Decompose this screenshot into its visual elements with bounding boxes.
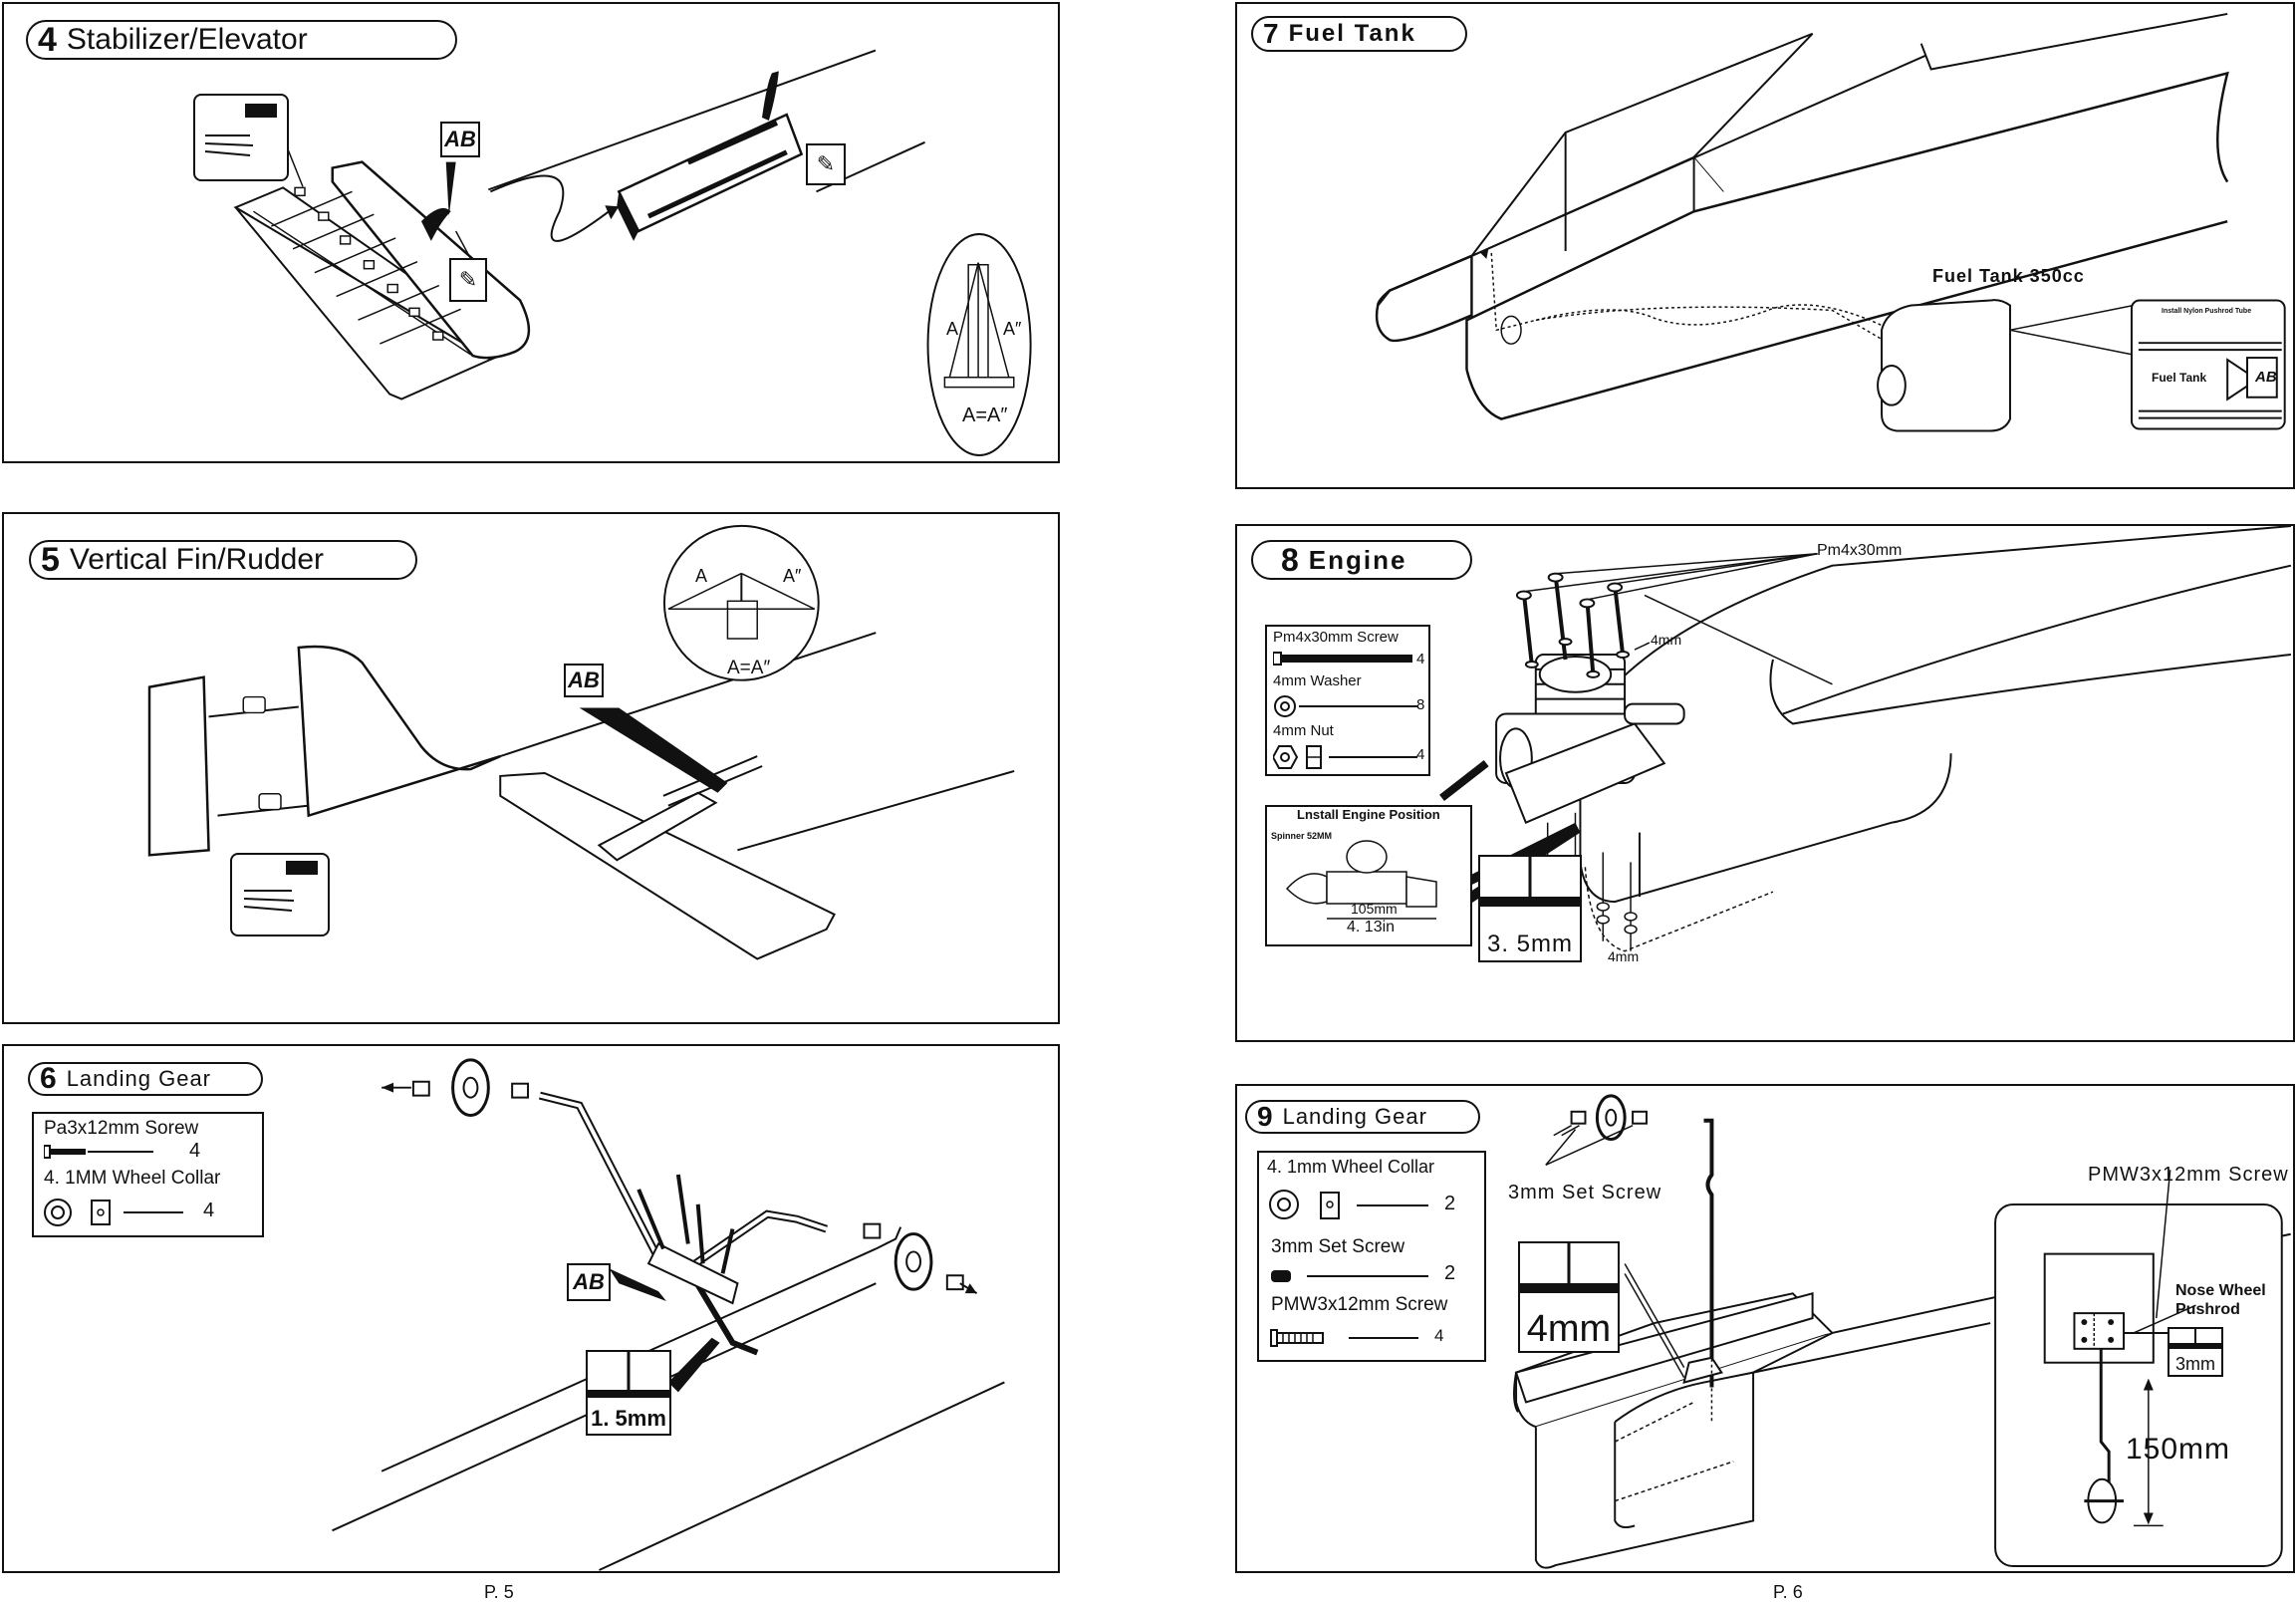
step-title: Landing Gear xyxy=(1282,1104,1427,1129)
step-number: 5 xyxy=(41,541,60,579)
parts-list: Pm4x30mm Screw 4 4mm Washer 8 4mm Nut 4 xyxy=(1265,625,1430,776)
step-7-title: 7 Fuel Tank xyxy=(1251,16,1467,52)
nose-gear-illustration xyxy=(1513,1094,2291,1569)
step-title: Fuel Tank xyxy=(1288,20,1416,47)
install-title: Lnstall Engine Position xyxy=(1297,807,1440,822)
step-5-title: 5 Vertical Fin/Rudder xyxy=(29,540,417,580)
screw-icon xyxy=(1273,652,1412,666)
set-screw-callout: 3mm Set Screw xyxy=(1508,1182,1662,1203)
part-setscrew-label: 3mm Set Screw xyxy=(1271,1236,1405,1257)
fuel-tank-label: Fuel Tank 350cc xyxy=(1932,266,2085,286)
step-5-panel: 5 Vertical Fin/Rudder AB A A″ A=A″ xyxy=(2,512,1060,1024)
pushrod-label-2: Pushrod xyxy=(2175,1301,2240,1318)
detail-label-a-prime: A″ xyxy=(1003,319,1022,339)
nut-callout: 4mm xyxy=(1608,948,1640,964)
step-number: 8 xyxy=(1281,542,1299,578)
drill-bit-measure: 1. 5mm xyxy=(586,1350,671,1436)
main-landing-gear-illustration xyxy=(332,1058,1005,1571)
detail-label-a: A xyxy=(946,319,959,339)
part-collar-label: 4. 1MM Wheel Collar xyxy=(44,1168,221,1189)
inset-fuel-tank-label: Fuel Tank xyxy=(2152,371,2207,385)
glue-ab-icon: AB xyxy=(2255,369,2277,386)
pushrod-length: 150mm xyxy=(2126,1433,2231,1466)
detail-equation: A=A″ xyxy=(962,404,1008,426)
detail-label-a-prime: A″ xyxy=(783,566,802,586)
parts-list: 4. 1mm Wheel Collar 2 3mm Set Screw 2 PM… xyxy=(1257,1151,1486,1362)
step-number: 7 xyxy=(1263,18,1279,49)
step-title: Vertical Fin/Rudder xyxy=(69,543,325,576)
step-number: 6 xyxy=(40,1062,57,1095)
pushrod-label-1: Nose Wheel xyxy=(2175,1282,2266,1299)
engine-position-box: Lnstall Engine Position Spinner 52MM 105… xyxy=(1265,805,1472,946)
glue-ab-icon: AB xyxy=(567,1263,611,1301)
step-title: Engine xyxy=(1308,545,1407,575)
step-4-title: 4 Stabilizer/Elevator xyxy=(26,20,457,60)
step-8-title: 8 Engine xyxy=(1251,540,1472,580)
pmw-screw-callout: PMW3x12mm Screw xyxy=(2088,1164,2289,1186)
drill-bit-measure: 3. 5mm xyxy=(1478,855,1582,962)
page-number-right: P. 6 xyxy=(1773,1582,1803,1602)
engine-illustration xyxy=(1439,526,2292,953)
dimension-mm: 105mm xyxy=(1351,901,1398,917)
wheel-collar-icon xyxy=(44,1199,183,1226)
set-screw-icon xyxy=(1271,1270,1428,1282)
screw-icon xyxy=(1270,1329,1418,1347)
step-9-title: 9 Landing Gear xyxy=(1245,1100,1480,1134)
dimension-inch: 4. 13in xyxy=(1347,919,1396,935)
step-6-title: 6 Landing Gear xyxy=(28,1062,263,1096)
engine-position-diagram xyxy=(1285,840,1437,920)
part-pmw-qty: 4 xyxy=(1434,1326,1444,1345)
step-number: 9 xyxy=(1257,1101,1273,1132)
detail-label-a: A xyxy=(695,566,708,586)
step-title: Stabilizer/Elevator xyxy=(66,23,308,56)
knife-icon: ✎ xyxy=(449,258,487,302)
stabilizer-elevator-illustration xyxy=(233,49,1032,457)
inset-caption: Install Nylon Pushrod Tube xyxy=(2162,308,2252,315)
part-nut-qty: 4 xyxy=(1416,746,1425,763)
knife-icon: ✎ xyxy=(806,143,846,185)
part-collar-qty: 2 xyxy=(1444,1193,1456,1214)
part-collar-qty: 4 xyxy=(203,1200,215,1221)
step-6-panel: 6 Landing Gear Pa3x12mm Sorew 4 4. 1MM W… xyxy=(2,1044,1060,1573)
screw-icon xyxy=(44,1145,153,1159)
drill-bit-measure: 4mm xyxy=(1518,1241,1620,1353)
hinge-detail-icon xyxy=(193,94,289,181)
step-title: Landing Gear xyxy=(66,1066,212,1091)
fin-rudder-illustration xyxy=(147,524,1015,960)
part-screw-qty: 4 xyxy=(189,1140,201,1162)
step-7-panel: 7 Fuel Tank Fuel Tank 350cc Install Nylo… xyxy=(1235,2,2295,489)
part-washer-label: 4mm Washer xyxy=(1273,672,1362,689)
part-pmw-label: PMW3x12mm Screw xyxy=(1271,1294,1448,1315)
screw-callout: Pm4x30mm xyxy=(1817,542,1903,559)
hinge-detail-icon xyxy=(230,853,330,936)
part-setscrew-qty: 2 xyxy=(1444,1262,1456,1284)
part-nut-label: 4mm Nut xyxy=(1273,722,1334,739)
nut-icon xyxy=(1273,745,1417,769)
step-8-panel: 8 Engine Pm4x30mm 4mm 4mm Pm4x30mm Screw… xyxy=(1235,524,2295,1042)
part-screw-label: Pm4x30mm Screw xyxy=(1273,629,1399,646)
glue-ab-icon: AB xyxy=(440,122,480,157)
part-screw-qty: 4 xyxy=(1416,651,1425,668)
step-4-panel: 4 Stabilizer/Elevator AB ✎ ✎ A A″ A=A″ xyxy=(2,2,1060,463)
part-washer-qty: 8 xyxy=(1416,696,1425,713)
glue-ab-icon: AB xyxy=(564,664,604,697)
fuel-tank-illustration xyxy=(1375,12,2286,432)
parts-list: Pa3x12mm Sorew 4 4. 1MM Wheel Collar 4 xyxy=(32,1112,264,1237)
step-number: 4 xyxy=(38,21,57,59)
page-number-left: P. 5 xyxy=(484,1582,514,1602)
pushrod-drill-measure: 3mm xyxy=(2168,1327,2223,1377)
part-screw-label: Pa3x12mm Sorew xyxy=(44,1118,199,1139)
detail-equation: A=A″ xyxy=(727,658,771,678)
washer-icon xyxy=(1274,695,1417,717)
wheel-collar-icon xyxy=(1269,1190,1428,1219)
part-collar-label: 4. 1mm Wheel Collar xyxy=(1267,1157,1435,1177)
washer-callout: 4mm xyxy=(1651,632,1682,648)
step-9-panel: 9 Landing Gear 4. 1mm Wheel Collar 2 3mm… xyxy=(1235,1084,2295,1573)
spinner-label: Spinner 52MM xyxy=(1271,831,1333,841)
